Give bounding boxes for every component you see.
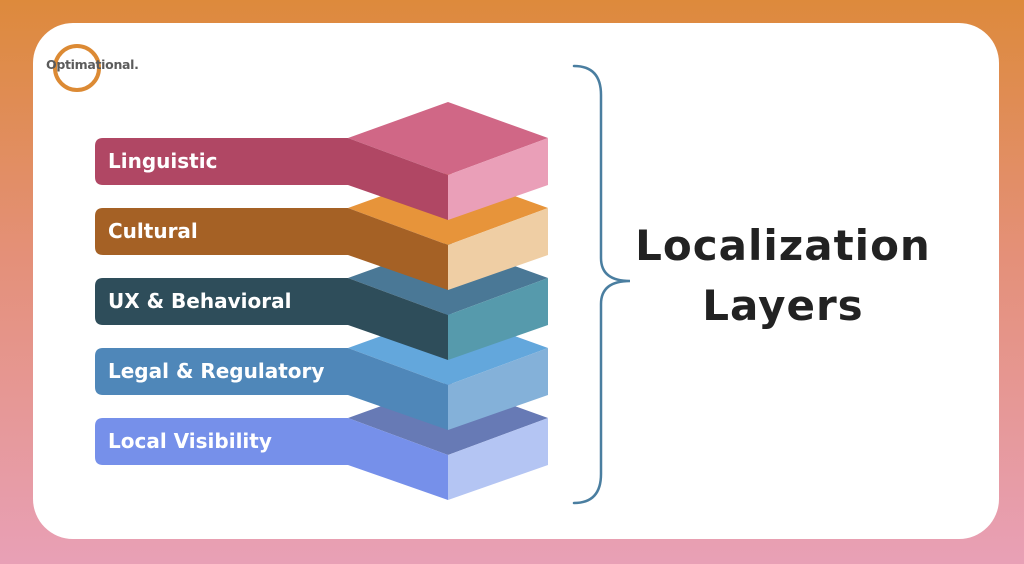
curly-brace-icon [572, 64, 631, 505]
layer-side-face [448, 138, 548, 220]
layer-label-bar [95, 348, 448, 430]
layer-label: Local Visibility [108, 429, 272, 453]
layer-top-face [348, 102, 548, 175]
diagram-title: Localization Layers [618, 216, 948, 336]
logo-ring-icon [53, 44, 101, 92]
layer-label-bar [95, 208, 448, 290]
brand-name: Optimational. [46, 57, 139, 72]
layer-block [95, 102, 548, 220]
layer-label: Cultural [108, 219, 198, 243]
layer-label-bar [95, 278, 448, 360]
layer-label: Legal & Regulatory [108, 359, 325, 383]
layer-label-bar [95, 418, 448, 500]
brand-logo: Optimational. [46, 44, 156, 94]
layer-side-face [448, 348, 548, 430]
layer-label: UX & Behavioral [108, 289, 292, 313]
layer-label: Linguistic [108, 149, 218, 173]
title-line-1: Localization [635, 221, 931, 270]
title-line-2: Layers [702, 281, 864, 330]
layer-side-face [448, 208, 548, 290]
layer-side-face [448, 418, 548, 500]
layer-side-face [448, 278, 548, 360]
layer-label-bar [95, 138, 448, 220]
